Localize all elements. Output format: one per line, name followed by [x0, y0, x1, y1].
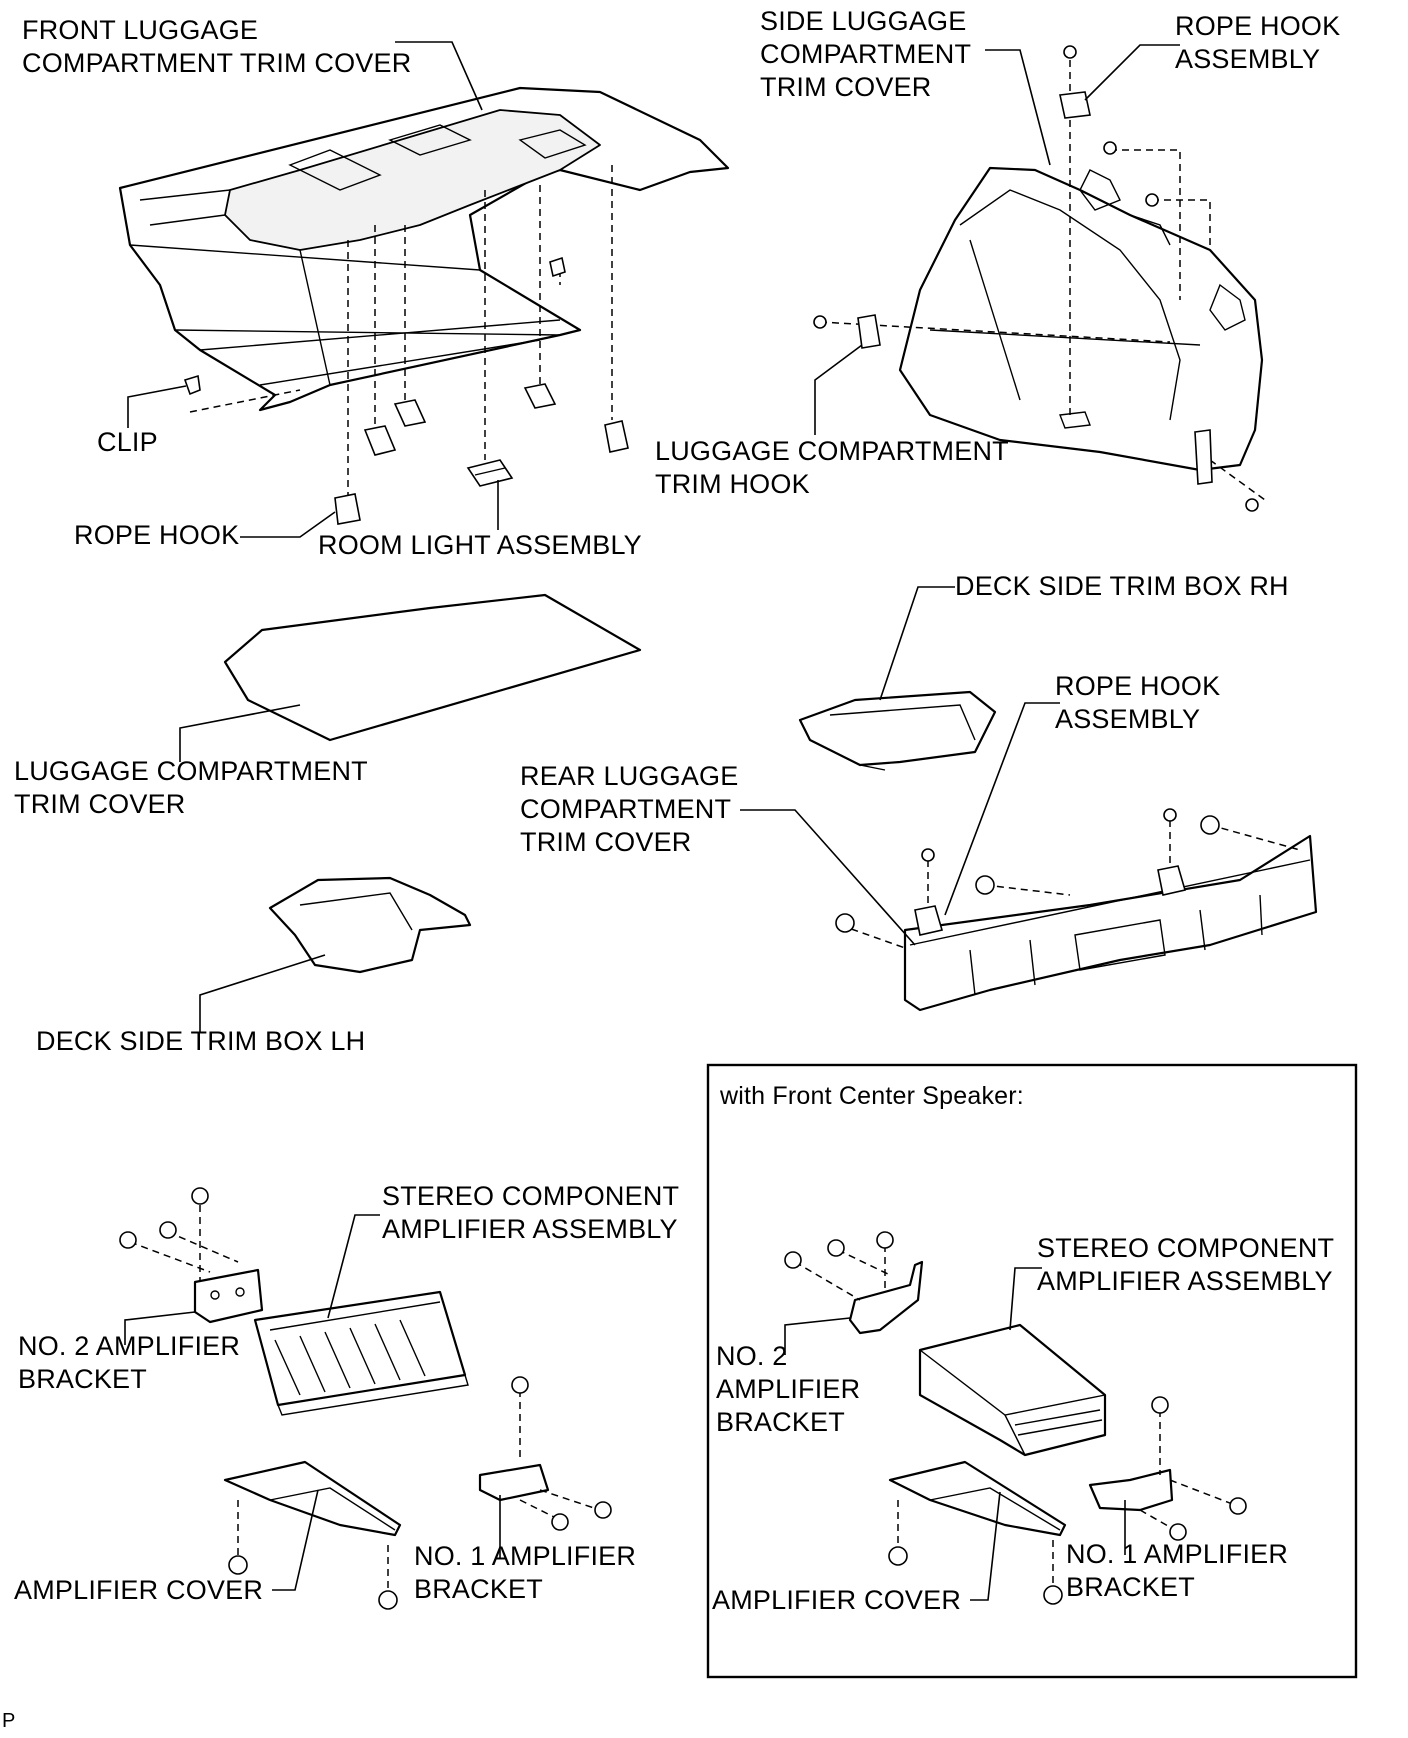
front-cover-assembly-lines	[189, 165, 613, 500]
no2-amplifier-bracket-left-label: NO. 2 AMPLIFIER BRACKET	[18, 1331, 241, 1394]
right-amp-assembly-lines	[794, 1245, 1236, 1590]
clip-part	[183, 374, 201, 396]
stereo-component-amplifier-assembly-left	[253, 1290, 469, 1416]
no1-amplifier-bracket-left-label: NO. 1 AMPLIFIER BRACKET	[414, 1541, 637, 1604]
luggage-compartment-trim-cover	[223, 593, 642, 742]
rear-cover-fasteners	[835, 808, 1220, 936]
room-light-assembly-label: ROOM LIGHT ASSEMBLY	[318, 530, 642, 560]
luggage-compartment-trim-hook-label: LUGGAGE COMPARTMENT TRIM HOOK	[655, 436, 1009, 499]
rear-cover-assembly-lines	[839, 820, 1301, 949]
no1-amplifier-bracket-left	[478, 1463, 550, 1502]
amplifier-cover-left-label: AMPLIFIER COVER	[14, 1575, 264, 1605]
side-luggage-trim-cover-label: SIDE LUGGAGE COMPARTMENT TRIM COVER	[760, 6, 972, 102]
front-luggage-compartment-trim-cover	[118, 86, 730, 412]
rope-hook-assembly-mid-label: ROPE HOOK ASSEMBLY	[1055, 671, 1221, 734]
luggage-compartment-trim-cover-label: LUGGAGE COMPARTMENT TRIM COVER	[14, 756, 368, 819]
amplifier-cover-right-label: AMPLIFIER COVER	[712, 1585, 962, 1615]
rope-hook-part	[334, 256, 629, 525]
stereo-amplifier-assembly-left-label: STEREO COMPONENT AMPLIFIER ASSEMBLY	[382, 1181, 680, 1244]
deck-side-trim-box-rh-label: DECK SIDE TRIM BOX RH	[955, 571, 1289, 601]
inset-title: with Front Center Speaker:	[720, 1082, 1024, 1110]
side-cover-assembly-lines	[819, 60, 1266, 501]
no2-amplifier-bracket-right-label: NO. 2 AMPLIFIER BRACKET	[716, 1341, 861, 1437]
figure-corner-code: P	[2, 1710, 16, 1732]
stereo-amplifier-assembly-right-label: STEREO COMPONENT AMPLIFIER ASSEMBLY	[1037, 1233, 1335, 1296]
stereo-component-amplifier-assembly-right	[918, 1323, 1107, 1457]
front-luggage-trim-cover-label: FRONT LUGGAGE COMPARTMENT TRIM COVER	[22, 15, 412, 78]
deck-side-trim-box-lh-label: DECK SIDE TRIM BOX LH	[36, 1026, 366, 1056]
no2-amplifier-bracket-left	[193, 1268, 264, 1324]
right-amp-fasteners	[784, 1231, 1247, 1605]
amplifier-cover-right	[888, 1460, 1067, 1537]
room-light-assembly-part	[466, 459, 514, 487]
no1-amplifier-bracket-right	[1088, 1468, 1174, 1512]
left-amp-assembly-lines	[129, 1205, 601, 1595]
no2-amplifier-bracket-right	[848, 1260, 924, 1335]
rope-hook-label: ROPE HOOK	[74, 520, 240, 550]
amplifier-cover-left	[223, 1460, 402, 1537]
side-luggage-compartment-trim-cover	[898, 166, 1264, 472]
rope-hook-assembly-top-label: ROPE HOOK ASSEMBLY	[1175, 11, 1341, 74]
clip-label: CLIP	[97, 427, 158, 457]
no1-amplifier-bracket-right-label: NO. 1 AMPLIFIER BRACKET	[1066, 1539, 1289, 1602]
deck-side-trim-box-rh	[798, 690, 997, 771]
left-amp-fasteners	[119, 1187, 612, 1610]
deck-side-trim-box-lh	[268, 876, 472, 974]
leader-lines	[124, 41, 1180, 1601]
rear-luggage-trim-cover-label: REAR LUGGAGE COMPARTMENT TRIM COVER	[520, 761, 739, 857]
side-cover-fasteners	[813, 45, 1259, 512]
front-center-speaker-inset-frame	[706, 1063, 1358, 1679]
rear-luggage-compartment-trim-cover	[903, 834, 1318, 1012]
